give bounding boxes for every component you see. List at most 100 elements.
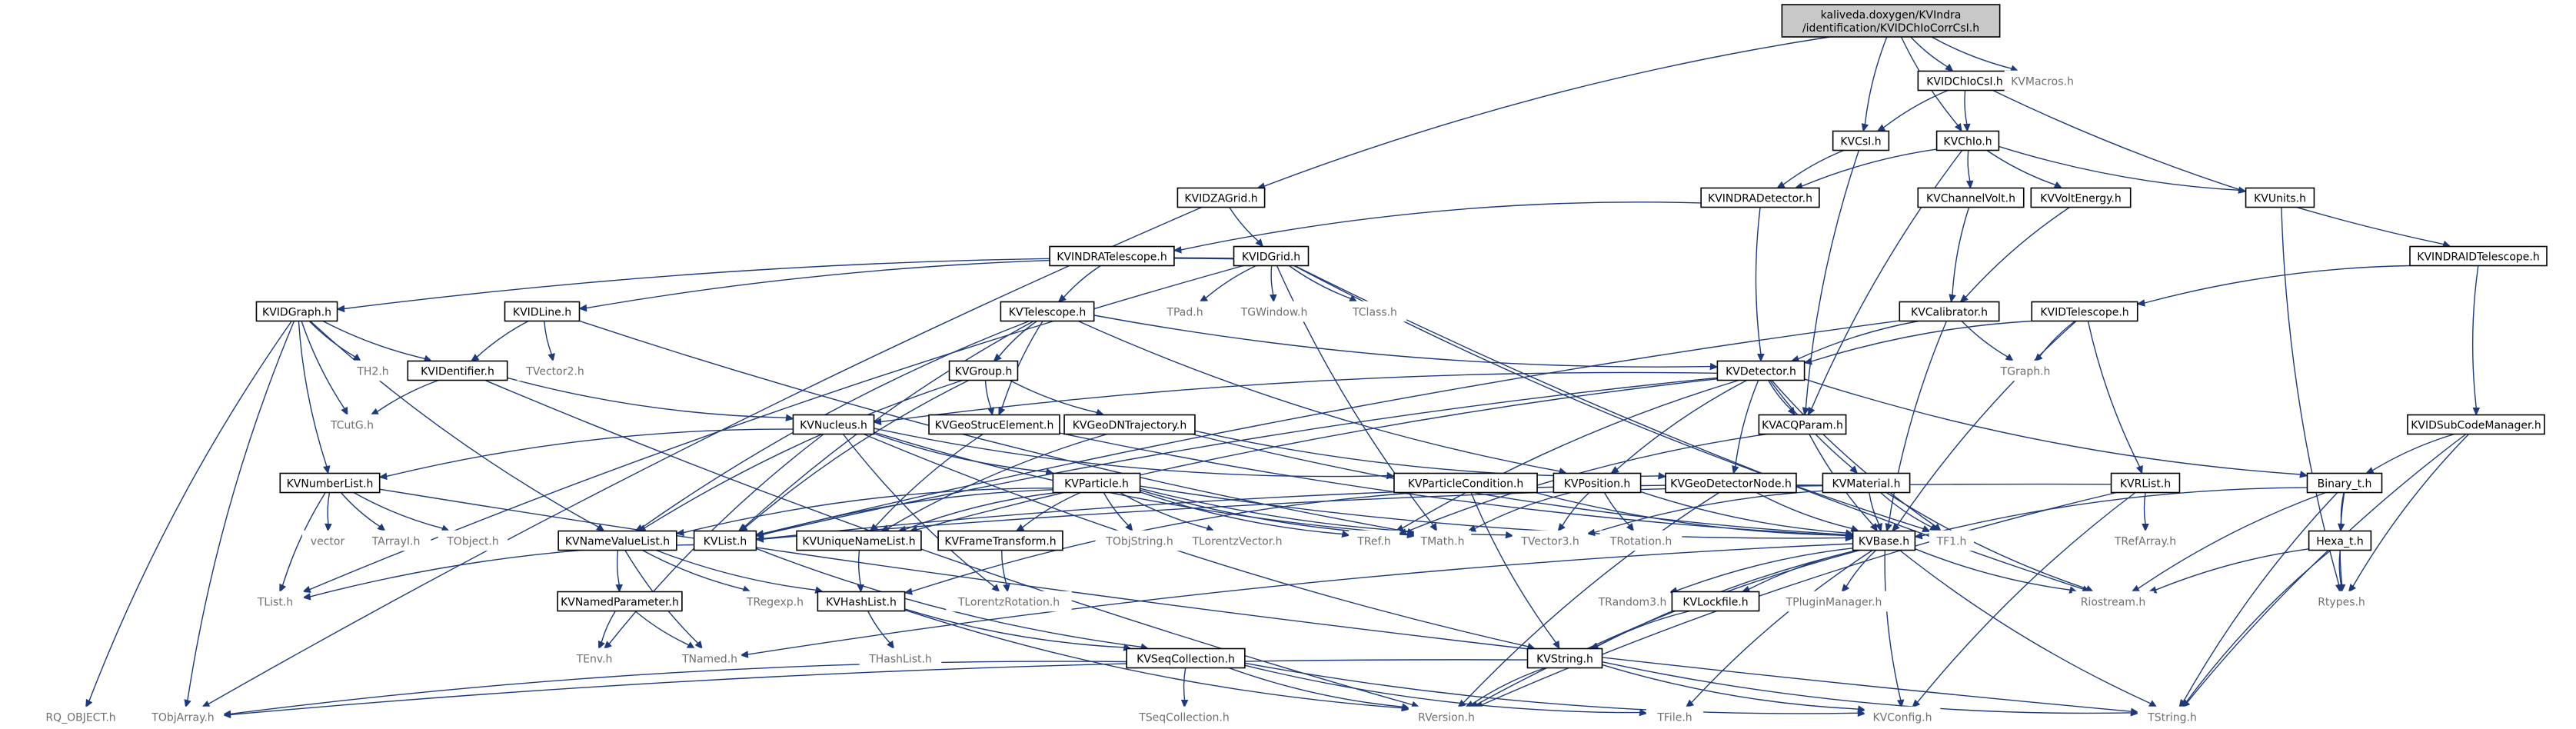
node-box	[323, 414, 381, 435]
include-node-kvnucleus[interactable]: KVNucleus.h	[792, 414, 875, 435]
node-box	[1671, 591, 1760, 612]
node-label: KVLockfile.h	[1682, 597, 1748, 609]
arrowhead-icon	[998, 406, 1006, 416]
include-edge	[308, 321, 356, 358]
include-node-kvidsubcodemanager[interactable]: KVIDSubCodeManager.h	[2407, 414, 2545, 435]
arrowhead-icon	[1929, 524, 1939, 532]
arrowhead-icon	[598, 640, 605, 650]
include-node-kvidgraph[interactable]: KVIDGraph.h	[255, 301, 338, 322]
node-box	[1646, 706, 1704, 727]
node-label: TGWindow.h	[1240, 307, 1308, 319]
include-edge	[1767, 380, 1792, 410]
include-edge	[644, 379, 964, 529]
include-edge	[744, 320, 1034, 528]
arrowhead-icon	[1803, 358, 1812, 365]
node-label: KVBase.h	[1859, 536, 1909, 548]
arrowhead-icon	[1876, 124, 1886, 132]
include-edge	[1986, 149, 2056, 186]
include-node-kvmaterial[interactable]: KVMaterial.h	[1822, 472, 1911, 494]
node-label: KVGeoStrucElement.h	[935, 420, 1054, 432]
include-node-kvnamedparameter[interactable]: KVNamedParameter.h	[557, 591, 683, 612]
include-node-kvgroup[interactable]: KVGroup.h	[948, 360, 1019, 381]
include-edge	[1244, 662, 1859, 714]
include-node-kvidgrid[interactable]: KVIDGrid.h	[1233, 245, 1310, 267]
node-box	[39, 706, 122, 727]
node-label: KVGeoDNTrajectory.h	[1073, 420, 1187, 432]
include-edge	[1140, 485, 1846, 539]
include-node-kvlist[interactable]: KVList.h	[693, 530, 757, 551]
node-box	[677, 647, 742, 669]
arrowhead-icon	[596, 524, 605, 532]
node-box	[1700, 187, 1820, 208]
include-node-kvparticle[interactable]: KVParticle.h	[1052, 472, 1141, 494]
include-node-kvcalibrator[interactable]: KVCalibrator.h	[1899, 301, 2000, 322]
include-node-kvidtelescope[interactable]: KVIDTelescope.h	[2031, 301, 2138, 322]
node-label: Rtypes.h	[2318, 597, 2365, 609]
node-box	[1594, 591, 1671, 612]
include-edge	[1194, 430, 1659, 478]
include-edge	[1205, 265, 1256, 299]
include-node-kvnumberlist[interactable]: KVNumberList.h	[279, 472, 381, 494]
include-node-kvidline[interactable]: KVIDLine.h	[504, 301, 581, 322]
include-node-kvindraidtelescope[interactable]: KVINDRAIDTelescope.h	[2409, 245, 2548, 267]
include-node-kvlockfile[interactable]: KVLockfile.h	[1671, 591, 1760, 612]
include-node-trandom3: TRandom3.h	[1594, 591, 1671, 612]
include-edge	[887, 433, 1108, 529]
node-label: KVNucleus.h	[800, 420, 867, 432]
include-node-tf1: TF1.h	[1929, 530, 1975, 551]
include-node-kvindratelescope[interactable]: KVINDRATelescope.h	[1049, 245, 1175, 267]
include-node-kvdetector[interactable]: KVDetector.h	[1716, 360, 1806, 381]
include-node-kvgeodetectornode[interactable]: KVGeoDetectorNode.h	[1665, 472, 1797, 494]
include-node-kvidzagrid[interactable]: KVIDZAGrid.h	[1177, 187, 1266, 208]
include-node-hexa-t[interactable]: Hexa_t.h	[2308, 530, 2372, 551]
include-node-kvgeodntrajectory[interactable]: KVGeoDNTrajectory.h	[1063, 414, 1196, 435]
node-box	[141, 706, 225, 727]
include-node-thashlist: THashList.h	[859, 647, 942, 669]
include-node-kvuniquenamelist[interactable]: KVUniqueNameList.h	[796, 530, 922, 551]
include-node-kvunits[interactable]: KVUnits.h	[2245, 187, 2315, 208]
include-node-kvgeostrucelement[interactable]: KVGeoStrucElement.h	[928, 414, 1060, 435]
include-node-kvindradetector[interactable]: KVINDRADetector.h	[1700, 187, 1820, 208]
include-edge	[2138, 491, 2326, 589]
include-node-kvbase[interactable]: KVBase.h	[1852, 530, 1916, 551]
include-edge	[507, 377, 787, 418]
include-node-kvframetransform[interactable]: KVFrameTransform.h	[937, 530, 1063, 551]
include-node-kvparticlecondition[interactable]: KVParticleCondition.h	[1393, 472, 1538, 494]
include-node-kvstring[interactable]: KVString.h	[1526, 647, 1603, 669]
include-node-riostream: Riostream.h	[2072, 591, 2155, 612]
arrowhead-icon	[2005, 353, 2014, 362]
include-node-kvcsi[interactable]: KVCsI.h	[1832, 130, 1890, 151]
include-node-kvidentifier[interactable]: KVIDentifier.h	[407, 360, 508, 381]
include-node-th2: TH2.h	[350, 360, 396, 381]
node-box	[1236, 301, 1313, 322]
include-node-kvchio[interactable]: KVChIo.h	[1935, 130, 2000, 151]
include-node-kvtelescope[interactable]: KVTelescope.h	[1000, 301, 1095, 322]
arrowhead-icon	[1557, 523, 1566, 532]
include-node-kvacqparam[interactable]: KVACQParam.h	[1758, 414, 1847, 435]
include-node-binary-t[interactable]: Binary_t.h	[2306, 472, 2383, 494]
include-node-kvidchiocsi[interactable]: KVIDChIoCsI.h	[1917, 70, 2012, 92]
include-node-kvhashlist[interactable]: KVHashList.h	[817, 591, 906, 612]
node-label: KVIDZAGrid.h	[1184, 193, 1257, 205]
node-box	[1917, 187, 2025, 208]
include-edge	[1748, 549, 1858, 591]
include-node-kvnamevaluelist[interactable]: KVNameValueList.h	[557, 530, 677, 551]
include-node-kvchannelvolt[interactable]: KVChannelVolt.h	[1917, 187, 2025, 208]
include-node-kvrlist[interactable]: KVRList.h	[2110, 472, 2181, 494]
include-edge	[579, 320, 1409, 533]
include-edge	[1804, 378, 2301, 475]
include-node-kvvoltenergy[interactable]: KVVoltEnergy.h	[2030, 187, 2132, 208]
arrowhead-icon	[1949, 294, 1956, 303]
node-box	[1408, 706, 1485, 727]
node-label: KVINDRAIDTelescope.h	[2417, 251, 2539, 264]
include-edge	[1798, 320, 1919, 360]
node-label: KVTelescope.h	[1009, 307, 1086, 319]
node-label: Riostream.h	[2081, 597, 2146, 609]
root-file-node[interactable]: kaliveda.doxygen/KVIndra/identification/…	[1781, 4, 2001, 38]
node-label: TClass.h	[1352, 307, 1397, 319]
include-node-kvseqcollection[interactable]: KVSeqCollection.h	[1126, 647, 1246, 669]
include-node-kvposition[interactable]: KVPosition.h	[1553, 472, 1642, 494]
include-edge	[2087, 321, 2141, 468]
node-label: KVMaterial.h	[1832, 478, 1901, 491]
